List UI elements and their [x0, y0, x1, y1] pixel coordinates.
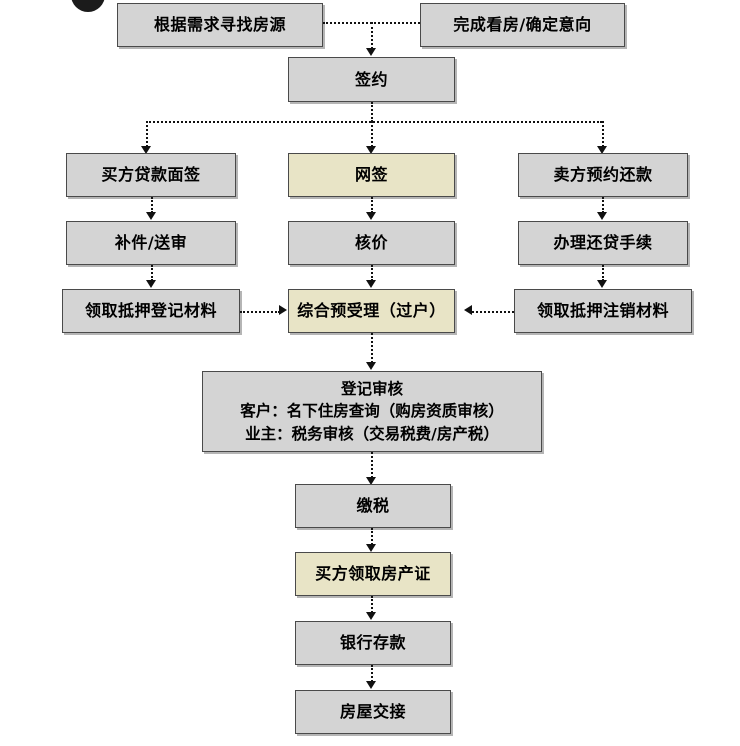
arrow-to-registration-review — [366, 362, 376, 370]
arrow-to-handover — [366, 681, 376, 689]
node-property-handover[interactable]: 房屋交接 — [295, 690, 451, 734]
edge-seller-repay-to-procedure — [602, 197, 604, 213]
arrow-left-into-transfer — [464, 305, 472, 315]
node-supplement-submit[interactable]: 补件/送审 — [66, 221, 236, 265]
node-viewing-intent[interactable]: 完成看房/确定意向 — [420, 3, 625, 47]
arrow-to-mortgage-cancel — [597, 280, 607, 288]
edge-pricing-to-transfer — [371, 265, 373, 281]
node-find-listing[interactable]: 根据需求寻找房源 — [117, 3, 323, 47]
arrow-to-online-sign — [366, 146, 376, 154]
edge-branch-center — [371, 121, 373, 147]
arrow-to-bank-deposit — [366, 612, 376, 620]
arrow-to-mortgage-reg — [146, 280, 156, 288]
node-price-verification[interactable]: 核价 — [288, 221, 455, 265]
arrow-to-property-deed — [366, 544, 376, 552]
arrow-to-buyer-loan — [141, 146, 151, 154]
node-registration-review[interactable]: 登记审核 客户：名下住房查询（购房资质审核） 业主：税务审核（交易税费/房产税） — [202, 371, 542, 452]
node-buyer-loan-signing[interactable]: 买方贷款面签 — [66, 153, 236, 197]
edge-registration-review-to-tax — [371, 452, 373, 478]
edge-online-sign-to-pricing — [371, 197, 373, 213]
arrow-to-transfer — [366, 280, 376, 288]
node-collect-mortgage-cancellation-docs[interactable]: 领取抵押注销材料 — [514, 289, 692, 333]
node-sign-contract[interactable]: 签约 — [288, 57, 455, 102]
edge-procedure-to-mortgage-cancel — [602, 265, 604, 281]
node-tax-payment[interactable]: 缴税 — [295, 484, 451, 528]
arrow-to-tax-payment — [366, 477, 376, 485]
node-collect-mortgage-registration-docs[interactable]: 领取抵押登记材料 — [62, 289, 240, 333]
edge-mortgage-reg-to-transfer — [240, 311, 280, 313]
arrow-to-sign — [366, 48, 376, 56]
arrow-right-into-transfer — [279, 305, 287, 315]
edge-supplement-to-mortgage-reg — [151, 265, 153, 281]
edge-branch-left — [146, 121, 148, 147]
edge-branch-bus — [146, 121, 602, 123]
edge-branch-right — [602, 121, 604, 147]
arrow-to-pricing — [366, 212, 376, 220]
node-seller-repayment-booking[interactable]: 卖方预约还款 — [518, 153, 688, 197]
arrow-to-repay-procedure — [597, 212, 607, 220]
node-online-signing[interactable]: 网签 — [288, 153, 455, 197]
node-comprehensive-preacceptance-transfer[interactable]: 综合预受理（过户） — [288, 289, 455, 333]
decorative-circle — [71, 0, 105, 12]
edge-bank-deposit-to-handover — [371, 665, 373, 682]
edge-tax-to-deed — [371, 528, 373, 545]
edge-deed-to-bank-deposit — [371, 596, 373, 613]
edge-transfer-to-registration-review — [371, 333, 373, 363]
edge-viewing-to-sign-vertical — [371, 22, 373, 49]
edge-sign-down-stub — [371, 102, 373, 122]
edge-buyer-loan-to-supplement — [151, 197, 153, 213]
node-repayment-procedure[interactable]: 办理还贷手续 — [518, 221, 688, 265]
arrow-to-supplement — [146, 212, 156, 220]
arrow-to-seller-repay — [597, 146, 607, 154]
edge-mortgage-cancel-to-transfer — [472, 311, 514, 313]
node-buyer-collect-property-deed[interactable]: 买方领取房产证 — [295, 552, 451, 596]
node-bank-deposit[interactable]: 银行存款 — [295, 621, 451, 665]
